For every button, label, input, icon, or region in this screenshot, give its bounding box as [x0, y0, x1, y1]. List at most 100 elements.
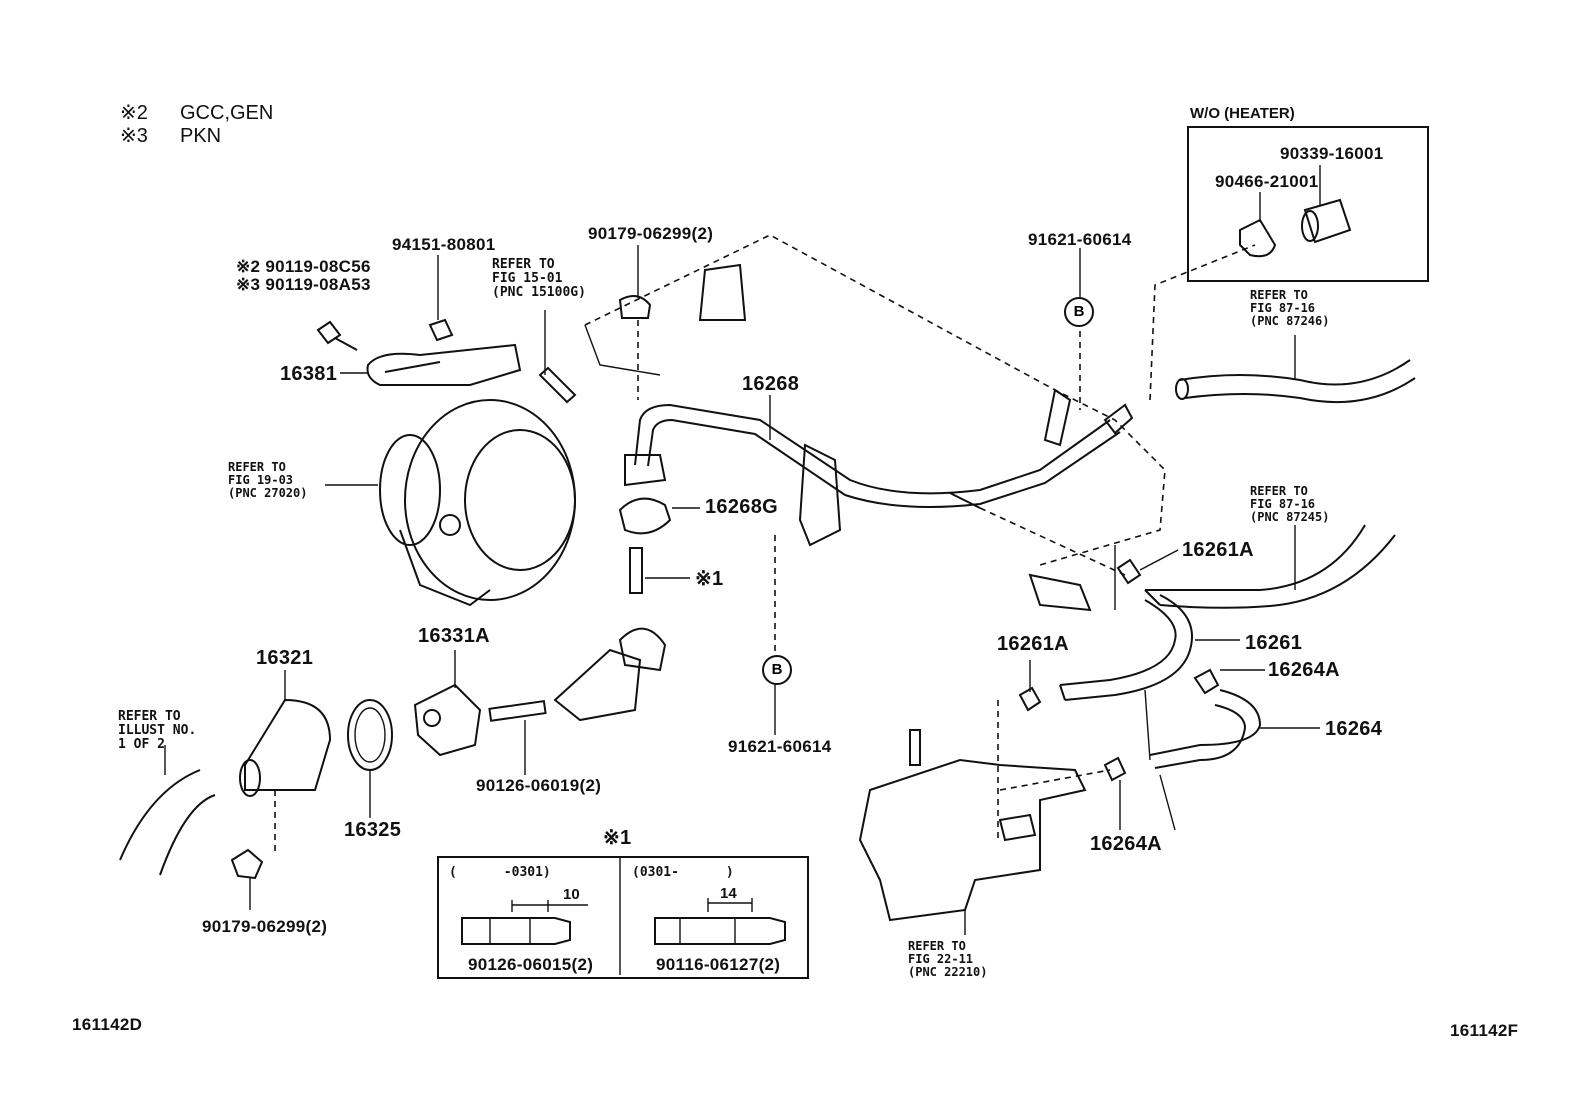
stud-inset-left-dim — [511, 900, 588, 912]
throttle-pipe — [909, 729, 921, 766]
part-16268[interactable]: 16268 — [742, 373, 800, 395]
part-16264a-bottom[interactable]: 16264A — [1090, 833, 1162, 855]
ref-illust[interactable]: REFER TO ILLUST NO. 1 OF 2 — [118, 709, 197, 752]
part-90119-2[interactable]: ※2 90119-08C56 — [236, 257, 371, 276]
water-inlet-16321 — [244, 698, 332, 791]
clamp-16264a-right — [1193, 668, 1220, 695]
hose-87246-lower — [1184, 377, 1416, 403]
part-90339[interactable]: 90339-16001 — [1280, 144, 1384, 163]
pipe-16268-upper — [634, 403, 1111, 495]
part-16321[interactable]: 16321 — [256, 647, 314, 669]
stud-inset-right-marks — [679, 918, 736, 944]
callout-b-bottom: B — [762, 655, 792, 685]
bracket-16381 — [366, 343, 522, 386]
hose-illust-a — [119, 769, 201, 861]
ref-fig-22-11[interactable]: REFER TO FIG 22-11 (PNC 22210) — [908, 939, 988, 979]
ref-fig-87-16-a[interactable]: REFER TO FIG 87-16 (PNC 87246) — [1250, 288, 1330, 328]
stud-inset-left-dim-label: 10 — [563, 886, 580, 903]
callout-b-top: B — [1064, 297, 1094, 327]
ref-fig-87-16-b[interactable]: REFER TO FIG 87-16 (PNC 87245) — [1250, 484, 1330, 524]
diagram-code-left: 161142D — [72, 1015, 143, 1034]
filler-neck — [698, 263, 747, 321]
pipe-bracket-right — [1043, 388, 1072, 447]
hose-16261-bracket — [1028, 573, 1092, 612]
legend-mark-2: ※2 — [120, 102, 148, 124]
hose-16264-a — [1149, 689, 1262, 756]
leader-heater — [1149, 244, 1256, 401]
gasket-16268g — [618, 497, 672, 535]
part-16381[interactable]: 16381 — [280, 363, 338, 385]
hose-87246-end — [1175, 378, 1189, 400]
part-90466[interactable]: 90466-21001 — [1215, 172, 1319, 191]
part-16261a-top[interactable]: 16261A — [1182, 539, 1254, 561]
alternator-cover — [464, 429, 576, 571]
part-91621-bottom[interactable]: 91621-60614 — [728, 737, 832, 756]
engine-outline — [584, 234, 1166, 566]
part-16331a[interactable]: 16331A — [418, 625, 490, 647]
pipe-bracket — [798, 443, 842, 547]
clamp-16261a-top — [1116, 558, 1142, 585]
clamp-16261a-left — [1018, 686, 1042, 712]
water-inlet-port — [239, 759, 261, 797]
leader-hose-low — [1144, 689, 1151, 761]
ref-fig-15-01[interactable]: REFER TO FIG 15-01 (PNC 15100G) — [492, 257, 586, 300]
leader-16261a-top — [1139, 549, 1179, 571]
heater-inset-title: W/O (HEATER) — [1190, 105, 1295, 122]
stud-inset-right-dim — [707, 898, 753, 912]
heater-inset-box — [1187, 126, 1429, 282]
hose-87245-upper — [1145, 524, 1366, 591]
hose-16261-end — [1059, 684, 1066, 701]
pipe-16268-lower — [647, 418, 1121, 508]
thermostat-valve — [423, 709, 441, 727]
bolt-90119 — [316, 320, 358, 351]
part-91621-top[interactable]: 91621-60614 — [1028, 230, 1132, 249]
legend-text-2: GCC,GEN — [180, 102, 274, 124]
hose-16261-a — [1059, 599, 1177, 686]
part-90179-top[interactable]: 90179-06299(2) — [588, 224, 714, 243]
stud-inset-right-dim-label: 14 — [720, 885, 737, 902]
engine-outline-left — [584, 324, 661, 376]
part-94151[interactable]: 94151-80801 — [392, 235, 496, 254]
stud-inset-right — [654, 917, 786, 945]
nut-94151 — [428, 318, 454, 342]
nut-bottom — [230, 848, 264, 880]
diagram-code-right: 161142F — [1450, 1021, 1519, 1040]
part-16261[interactable]: 16261 — [1245, 632, 1303, 654]
part-90126-06015[interactable]: 90126-06015(2) — [468, 955, 594, 974]
part-16268g[interactable]: 16268G — [705, 496, 778, 518]
stud — [629, 547, 643, 594]
part-90179-bottom[interactable]: 90179-06299(2) — [202, 917, 328, 936]
leader-clamp-bottom — [999, 769, 1111, 791]
part-90119-3[interactable]: ※3 90119-08A53 — [236, 275, 371, 294]
stud-inset-left-range: ( -0301) — [449, 865, 551, 880]
leader-hose-end — [1159, 774, 1176, 831]
pipe-flange — [624, 454, 667, 487]
part-16325[interactable]: 16325 — [344, 819, 402, 841]
alternator-pulley — [379, 434, 441, 546]
stud-inset-right-range: (0301- ) — [632, 865, 734, 880]
ref-fig-19-03[interactable]: REFER TO FIG 19-03 (PNC 27020) — [228, 460, 308, 500]
part-16264a-right[interactable]: 16264A — [1268, 659, 1340, 681]
part-90126-top[interactable]: 90126-06019(2) — [476, 776, 602, 795]
stud-inset-box — [437, 856, 809, 979]
clamp-16264a-bottom — [1103, 756, 1127, 782]
leader-clamp-top — [979, 507, 1126, 576]
stud-90126 — [488, 700, 547, 722]
heater-cap-end — [1301, 210, 1319, 242]
throttle-body — [858, 758, 1087, 922]
hose-16264-b — [1154, 704, 1247, 769]
hose-87246-upper — [1179, 359, 1411, 386]
stud-mark: ※1 — [695, 568, 724, 590]
gasket-16325-inner — [354, 707, 386, 763]
housing-flange — [618, 627, 667, 672]
part-16261a-left[interactable]: 16261A — [997, 633, 1069, 655]
part-16264[interactable]: 16264 — [1325, 718, 1383, 740]
part-90116-06127[interactable]: 90116-06127(2) — [656, 955, 781, 974]
thermostat-housing — [553, 648, 642, 722]
throttle-port — [998, 813, 1037, 842]
alternator-body — [404, 399, 576, 601]
stud-inset-left-marks — [489, 918, 531, 944]
heater-cap — [1303, 198, 1352, 244]
